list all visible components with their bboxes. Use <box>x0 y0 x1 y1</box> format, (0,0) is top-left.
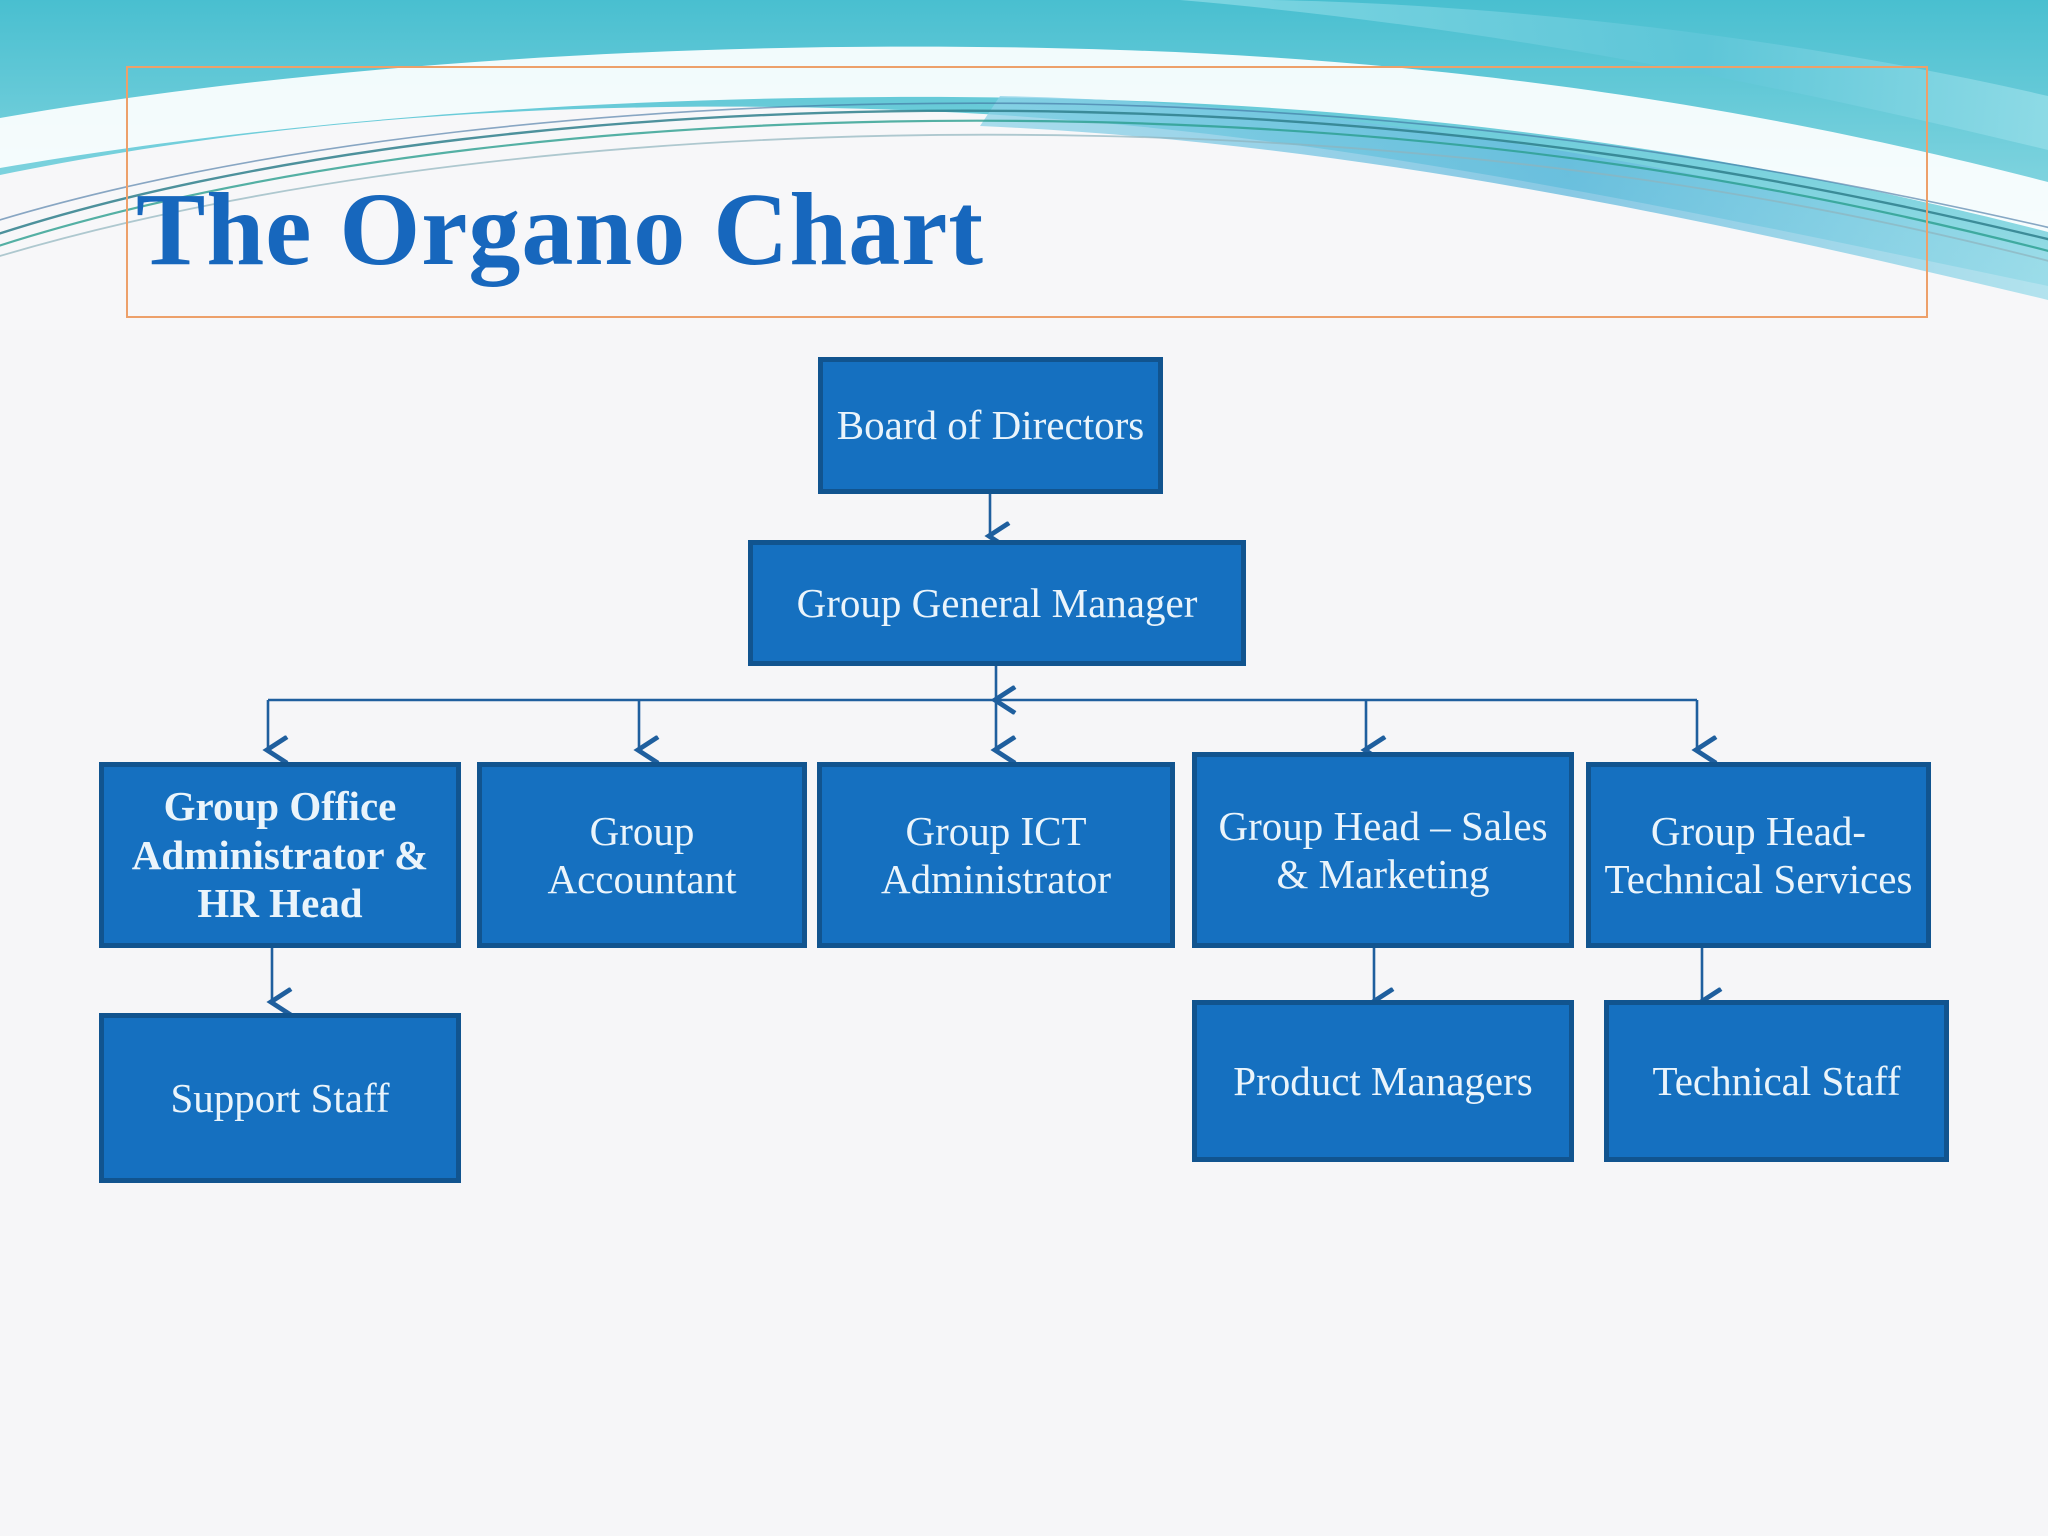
org-node-label: Group Head – Sales & Marketing <box>1218 802 1548 897</box>
org-node-label: Group Office Administrator & HR Head <box>131 783 429 927</box>
org-node-label: Board of Directors <box>836 402 1145 449</box>
org-node-label: Group Head- Technical Services <box>1604 807 1913 902</box>
org-node-group-accountant[interactable]: Group Accountant <box>477 762 807 948</box>
org-node-technical-staff[interactable]: Technical Staff <box>1604 1000 1949 1162</box>
org-node-label: Product Managers <box>1233 1057 1533 1104</box>
org-node-label: Technical Staff <box>1652 1057 1901 1104</box>
org-node-support-staff[interactable]: Support Staff <box>99 1013 461 1183</box>
org-node-group-ict-administrator[interactable]: Group ICT Administrator <box>817 762 1175 948</box>
org-node-group-general-manager[interactable]: Group General Manager <box>748 540 1246 666</box>
org-node-group-office-administrator-hr-head[interactable]: Group Office Administrator & HR Head <box>99 762 461 948</box>
org-node-group-head-technical-services[interactable]: Group Head- Technical Services <box>1586 762 1931 948</box>
org-node-label: Group General Manager <box>796 579 1198 626</box>
org-node-label: Support Staff <box>170 1074 390 1121</box>
org-node-group-head-sales-marketing[interactable]: Group Head – Sales & Marketing <box>1192 752 1574 948</box>
org-node-label: Group Accountant <box>547 807 737 902</box>
title-border-frame <box>126 66 1928 318</box>
org-node-product-managers[interactable]: Product Managers <box>1192 1000 1574 1162</box>
page-title: The Organo Chart <box>136 172 984 287</box>
org-node-board-of-directors[interactable]: Board of Directors <box>818 357 1163 494</box>
org-node-label: Group ICT Administrator <box>880 807 1112 902</box>
